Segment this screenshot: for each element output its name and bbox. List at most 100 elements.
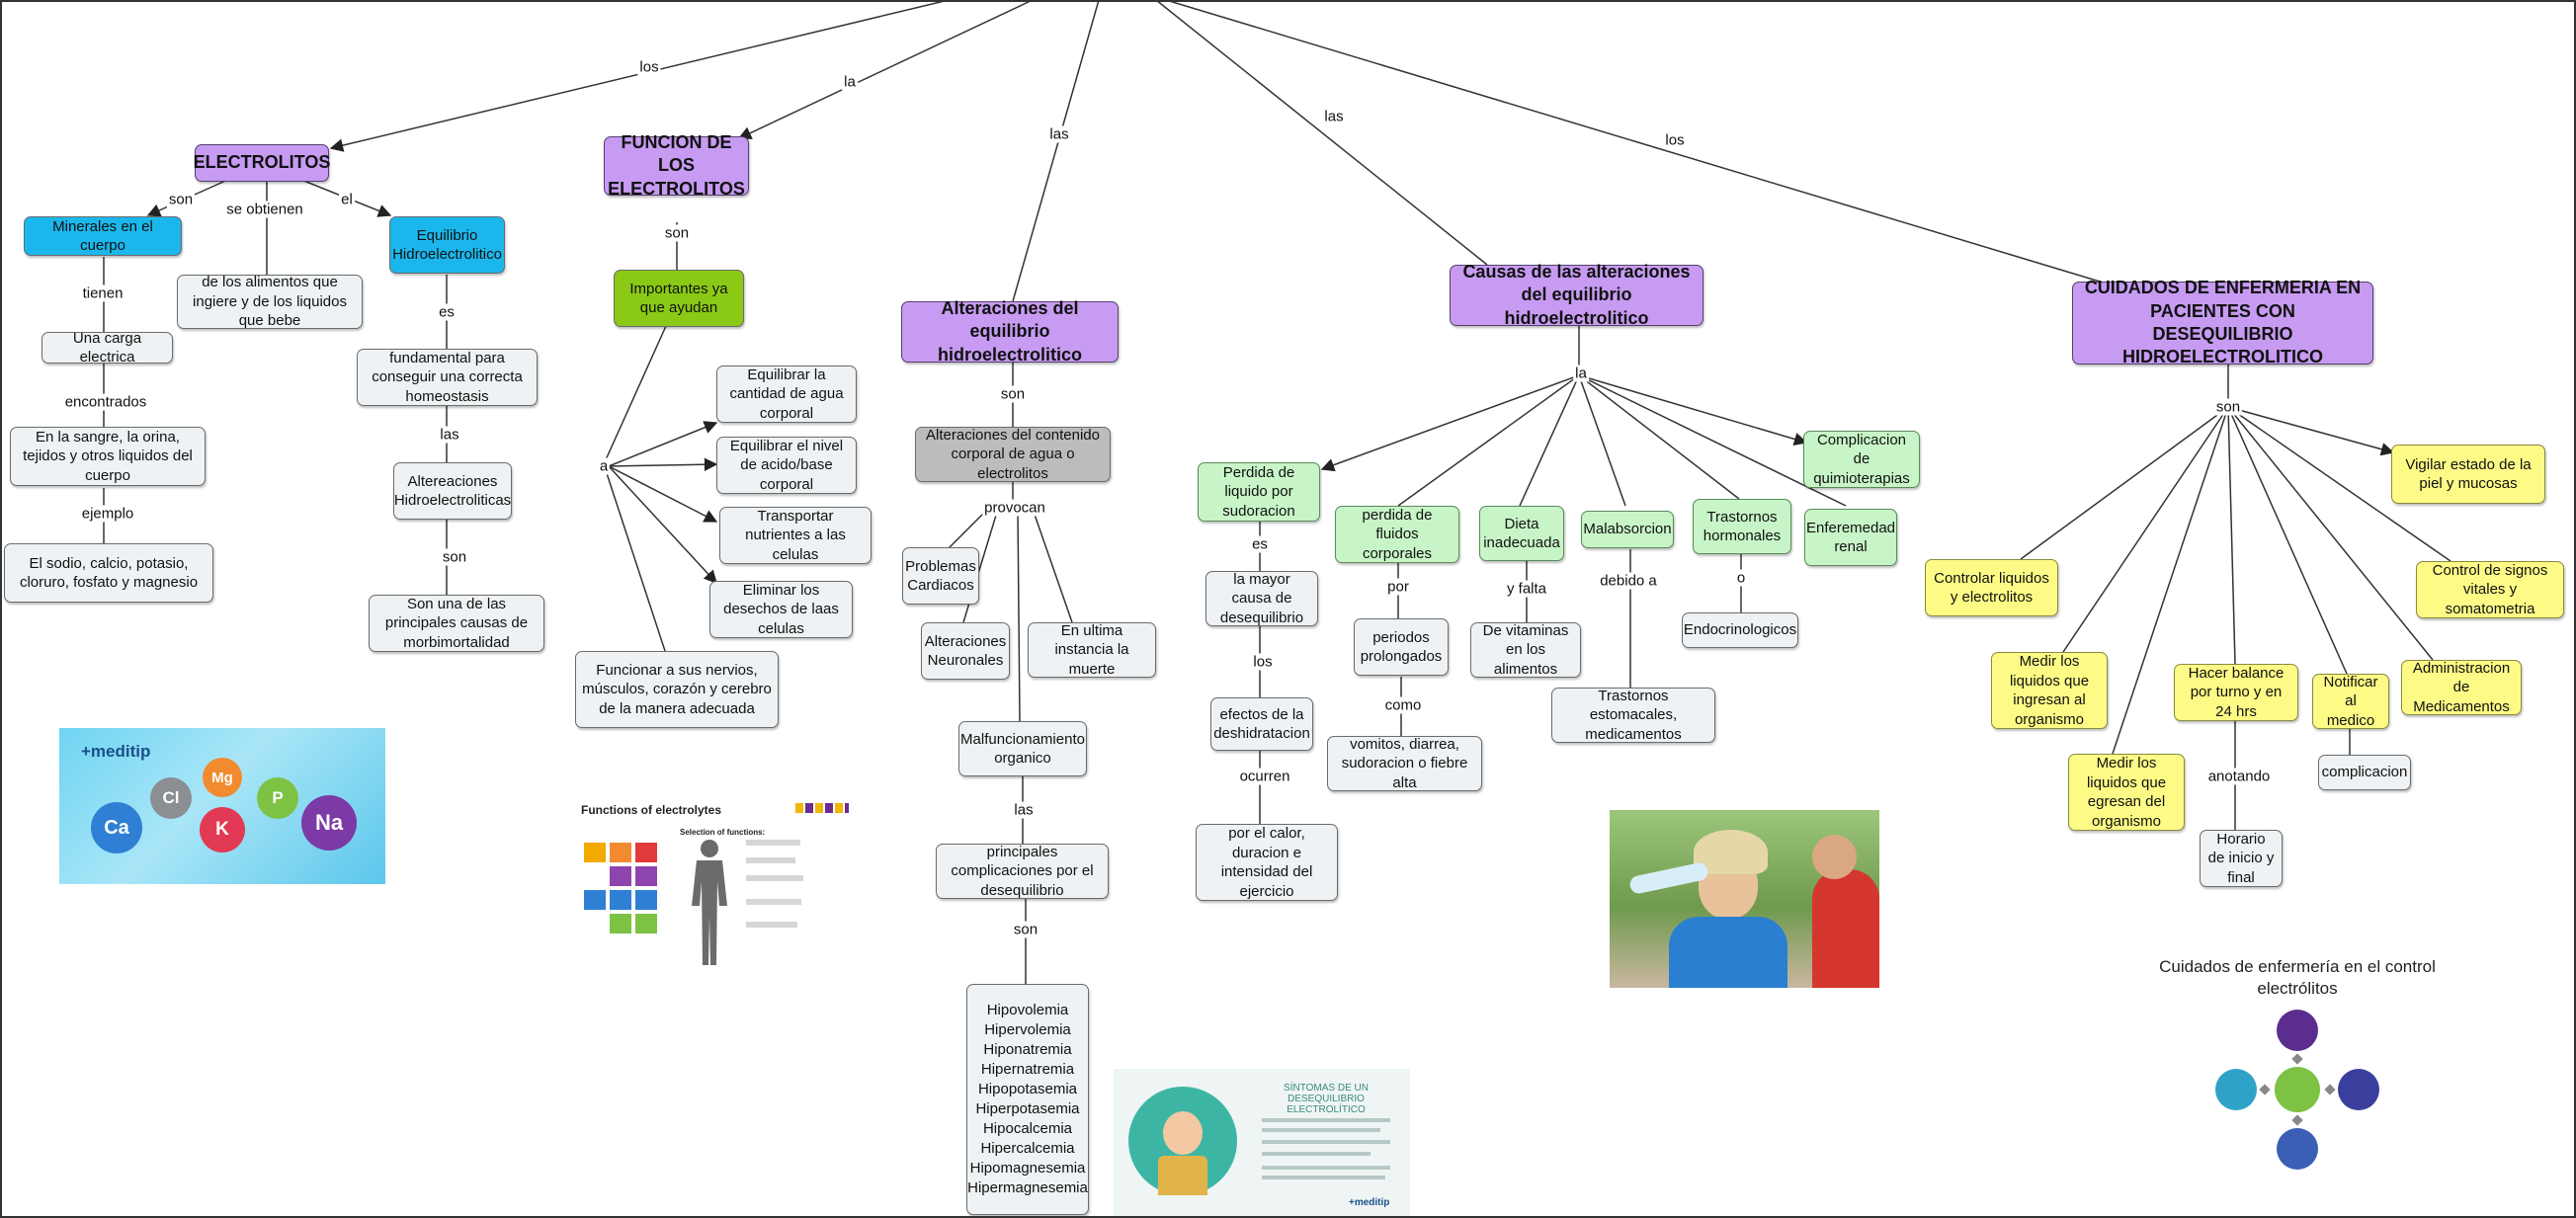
node-equilibrar-agua[interactable]: Equilibrar la cantidad de agua corporal [716, 365, 857, 423]
cycle-node [2215, 1069, 2257, 1110]
node-fundamental-homeostasis[interactable]: fundamental para conseguir una correcta … [357, 349, 538, 406]
node-carga-electrica[interactable]: Una carga electrica [42, 330, 173, 365]
node-transportar[interactable]: Transportar nutrientes a las celulas [719, 507, 872, 564]
node-malabsorcion[interactable]: Malabsorcion [1581, 511, 1674, 548]
node-perdida-fluidos[interactable]: perdida de fluidos corporales [1335, 506, 1459, 563]
node-altereaciones-hidroelectroliticas[interactable]: Altereaciones Hidroelectroliticas [393, 462, 512, 520]
link-label: como [1382, 696, 1424, 714]
link-label: debido a [1598, 572, 1659, 590]
human-silhouette-icon [692, 840, 727, 965]
text-line [1262, 1166, 1390, 1170]
node-sangre-orina[interactable]: En la sangre, la orina, tejidos y otros … [10, 427, 206, 486]
list-item: Hiponatremia [983, 1041, 1072, 1058]
node-enfermedad-renal[interactable]: Enferemedad renal [1804, 509, 1897, 566]
node-dieta-inadecuada[interactable]: Dieta inadecuada [1479, 506, 1564, 561]
node-vigilar-piel[interactable]: Vigilar estado de la piel y mucosas [2391, 445, 2545, 504]
cycle-node [2277, 1010, 2318, 1051]
icon-tile [610, 890, 631, 910]
node-principales-causas[interactable]: Son una de las principales causas de mor… [369, 595, 544, 652]
functions-image-subtitle: Selection of functions: [680, 828, 766, 837]
node-trastornos-hormonales[interactable]: Trastornos hormonales [1693, 499, 1791, 554]
function-line [746, 899, 801, 905]
node-funcion-electrolitos[interactable]: FUNCION DE LOS ELECTROLITOS [604, 132, 749, 199]
link-label: las [438, 426, 461, 444]
icon-tile [584, 843, 606, 862]
function-line [746, 875, 803, 881]
node-problemas-cardiacos[interactable]: Problemas Cardiacos [902, 547, 979, 605]
node-funcionar-nervios[interactable]: Funcionar a sus nervios, músculos, coraz… [575, 651, 779, 728]
node-periodos-prolongados[interactable]: periodos prolongados [1354, 618, 1449, 676]
node-lista-complicaciones[interactable]: Hipovolemia Hipervolemia Hiponatremia Hi… [966, 984, 1089, 1215]
icon-tile [635, 890, 657, 910]
arrow-icon [2259, 1084, 2271, 1096]
node-equilibrio-hidroelectrolitico[interactable]: Equilibrio Hidroelectrolitico [389, 216, 505, 274]
node-alteraciones-equilibrio[interactable]: Alteraciones del equilibrio hidroelectro… [901, 298, 1119, 365]
node-malfuncionamiento[interactable]: Malfuncionamiento organico [958, 721, 1087, 776]
sintomas-title: SÍNTOMAS DE UN DESEQUILIBRIO ELECTROLÍTI… [1284, 1083, 1369, 1115]
node-controlar-liquidos[interactable]: Controlar liquidos y electrolitos [1925, 559, 2058, 616]
function-line [746, 922, 797, 928]
node-medir-ingresan[interactable]: Medir los liquidos que ingresan al organ… [1991, 652, 2108, 729]
icon-tile [635, 866, 657, 886]
node-minerales[interactable]: Minerales en el cuerpo [24, 216, 182, 256]
element-na-icon: Na [301, 795, 357, 851]
photo-man-face [1812, 835, 1857, 879]
node-vomitos-diarrea[interactable]: vomitos, diarrea, sudoracion o fiebre al… [1327, 736, 1482, 791]
node-hacer-balance[interactable]: Hacer balance por turno y en 24 hrs [2174, 664, 2298, 721]
link-label: son [440, 548, 469, 566]
function-line [746, 840, 800, 846]
node-control-signos[interactable]: Control de signos vitales y somatometria [2416, 561, 2564, 618]
link-label-las: las [1047, 125, 1071, 143]
node-importantes[interactable]: Importantes ya que ayudan [614, 270, 744, 327]
node-calor-ejercicio[interactable]: por el calor, duracion e intensidad del … [1196, 824, 1338, 901]
photo-shirt [1669, 917, 1787, 988]
link-label: las [1012, 801, 1036, 819]
node-causas-alteraciones[interactable]: Causas de las alteraciones del equilibri… [1450, 262, 1703, 328]
link-label: a [597, 457, 611, 475]
node-alimentos[interactable]: de los alimentos que ingiere y de los li… [177, 274, 363, 329]
node-cuidados-enfermeria[interactable]: CUIDADOS DE ENFERMERIA EN PACIENTES CON … [2072, 278, 2373, 366]
link-label: son [998, 385, 1028, 403]
link-label: son [166, 191, 196, 208]
node-administracion-medicamentos[interactable]: Administracion de Medicamentos [2401, 660, 2522, 715]
link-label-los-2: los [1663, 131, 1687, 149]
node-perdida-sudoracion[interactable]: Perdida de liquido por sudoracion [1198, 462, 1320, 522]
element-k-icon: K [200, 807, 245, 853]
node-sodio-calcio[interactable]: El sodio, calcio, potasio, cloruro, fosf… [4, 543, 213, 603]
node-alteraciones-contenido[interactable]: Alteraciones del contenido corporal de a… [915, 427, 1111, 482]
link-label: encontrados [62, 393, 149, 411]
node-medir-egresan[interactable]: Medir los liquidos que egresan del organ… [2068, 754, 2185, 831]
node-horario[interactable]: Horario de inicio y final [2200, 830, 2283, 887]
node-notificar-medico[interactable]: Notificar al medico [2312, 674, 2389, 729]
node-ultima-instancia[interactable]: En ultima instancia la muerte [1028, 622, 1156, 678]
node-complicacion-quimioterapias[interactable]: Complicacion de quimioterapias [1803, 431, 1920, 488]
icon-tile [635, 914, 657, 934]
list-item: Hipernatremia [980, 1061, 1075, 1078]
node-mayor-causa[interactable]: la mayor causa de desequilibrio [1205, 571, 1318, 626]
sport-science-logo [795, 803, 849, 813]
list-item: Hipervolemia [984, 1021, 1071, 1038]
link-label: anotando [2205, 768, 2273, 785]
node-complicacion[interactable]: complicacion [2318, 755, 2411, 790]
text-line [1262, 1118, 1390, 1122]
node-efectos-deshidratacion[interactable]: efectos de la deshidratacion [1210, 697, 1313, 751]
node-eliminar-desechos[interactable]: Eliminar los desechos de laas celulas [709, 581, 853, 638]
element-cl-icon: Cl [150, 777, 192, 819]
text-line [1262, 1140, 1390, 1144]
node-equilibrar-acido[interactable]: Equilibrar el nivel de acido/base corpor… [716, 437, 857, 494]
list-item: Hipovolemia [986, 1002, 1069, 1018]
node-endocrinologicos[interactable]: Endocrinologicos [1682, 612, 1798, 648]
icon-tile [610, 843, 631, 862]
node-electrolitos[interactable]: ELECTROLITOS [194, 144, 330, 182]
element-p-icon: P [257, 777, 298, 819]
node-trastornos-estomacales[interactable]: Trastornos estomacales, medicamentos [1551, 688, 1715, 743]
woman-drinking-water-photo [1610, 810, 1879, 988]
node-alteraciones-neuronales[interactable]: Alteraciones Neuronales [921, 622, 1010, 680]
link-label: por [1385, 578, 1411, 596]
node-vitaminas[interactable]: De vitaminas en los alimentos [1470, 622, 1581, 678]
cycle-node [2338, 1069, 2379, 1110]
functions-of-electrolytes-image: Functions of electrolytes Selection of f… [576, 795, 853, 973]
node-principales-complicaciones[interactable]: principales complicaciones por el desequ… [936, 844, 1109, 899]
sintomas-desequilibrio-image: SÍNTOMAS DE UN DESEQUILIBRIO ELECTROLÍTI… [1114, 1069, 1410, 1217]
